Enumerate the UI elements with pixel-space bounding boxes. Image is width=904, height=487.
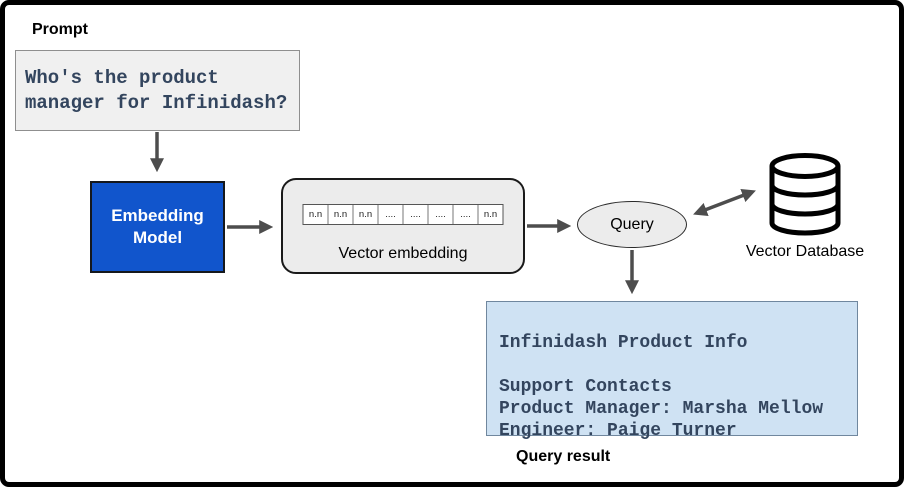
query-result-text: Infinidash Product Info Support Contacts… xyxy=(499,333,824,441)
embedding-model-node: Embedding Model xyxy=(90,181,225,273)
database-icon xyxy=(766,152,844,242)
query-node: Query xyxy=(577,201,687,248)
vector-cell: .... xyxy=(379,205,404,224)
vector-embedding-node: n.n n.n n.n .... .... .... .... n.n Vect… xyxy=(281,178,525,274)
prompt-text: Who's the product manager for Infinidash… xyxy=(25,66,288,114)
vector-cell: n.n xyxy=(354,205,379,224)
vector-cell: n.n xyxy=(329,205,354,224)
query-result-label: Query result xyxy=(516,448,611,465)
arrow-query-database-bidirectional xyxy=(693,188,756,217)
query-label: Query xyxy=(610,215,654,233)
prompt-box: Who's the product manager for Infinidash… xyxy=(15,50,300,131)
query-result-box: Infinidash Product Info Support Contacts… xyxy=(486,301,858,441)
vector-cell: n.n xyxy=(304,205,329,224)
vector-cell: .... xyxy=(404,205,429,224)
vector-cell: .... xyxy=(429,205,454,224)
vector-embedding-label: Vector embedding xyxy=(338,245,468,262)
vector-cell: n.n xyxy=(483,209,498,220)
embedding-model-label: Embedding Model xyxy=(111,206,204,247)
vector-cell: .... xyxy=(454,205,479,224)
prompt-label: Prompt xyxy=(32,21,88,38)
vector-cells: n.n n.n n.n .... .... .... .... n.n xyxy=(302,204,504,225)
vector-database-label: Vector Database xyxy=(745,243,865,260)
